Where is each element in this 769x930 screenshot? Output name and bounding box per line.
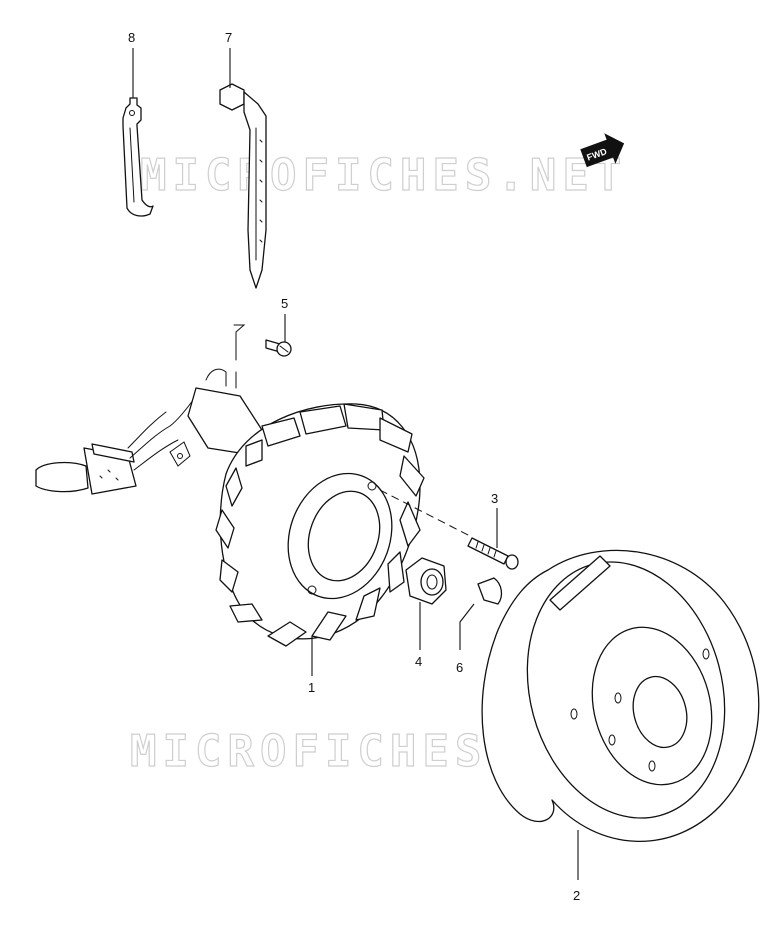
callout-6: 6	[456, 660, 463, 675]
part-3-screw	[467, 537, 519, 570]
assembly-axis-line	[379, 489, 471, 537]
fwd-arrow-badge: FWD	[580, 133, 625, 168]
leader-6	[459, 603, 475, 650]
part-1-stator	[215, 403, 425, 647]
watermark-top: MICROFICHES.NET	[140, 150, 627, 201]
wire-harness	[35, 368, 263, 495]
callout-1: 1	[308, 680, 315, 695]
part-8-clamp	[122, 97, 154, 217]
callout-3: 3	[491, 491, 498, 506]
callout-5: 5	[281, 296, 288, 311]
callout-7: 7	[225, 30, 232, 45]
part-4-nut	[405, 557, 447, 605]
callout-4: 4	[415, 654, 422, 669]
part-2-rotor	[481, 549, 760, 842]
callout-8: 8	[128, 30, 135, 45]
callout-2: 2	[573, 888, 580, 903]
part-5-screw	[265, 339, 292, 357]
part-7-cable-tie	[219, 83, 267, 289]
reference-bracket	[233, 324, 246, 389]
part-6-key	[477, 577, 503, 605]
